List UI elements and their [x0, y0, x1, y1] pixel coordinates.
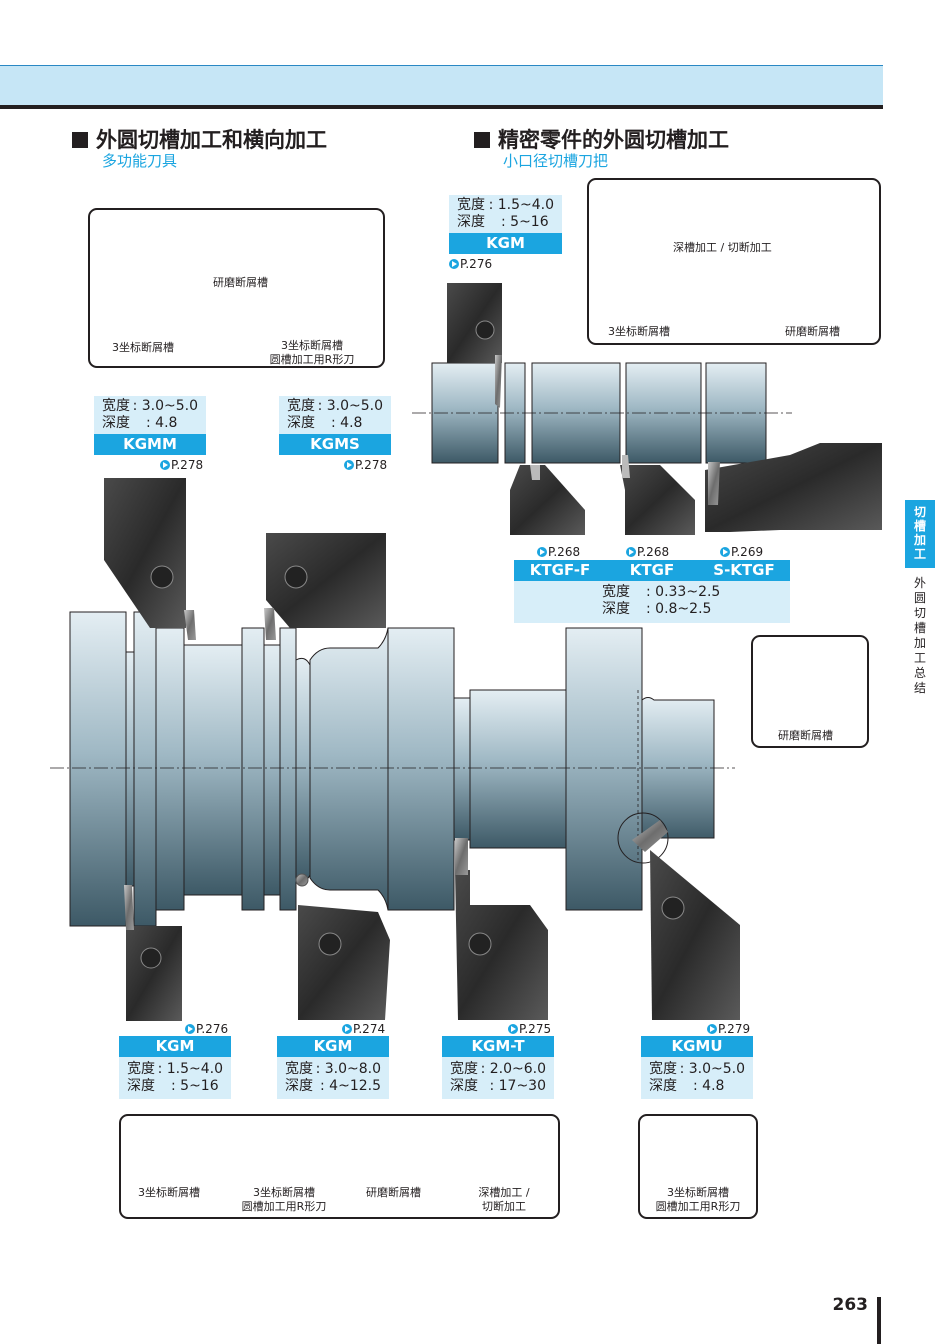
- caption-3d-chipbreaker: 3坐标断屑槽: [112, 341, 174, 354]
- spec-kgms: 宽度: 3.0~5.0 深度: 4.8 KGMS: [279, 396, 391, 455]
- page-link-kgmt[interactable]: P.275: [508, 1022, 551, 1036]
- caption-3d-chipbreaker: 3坐标断屑槽: [608, 325, 670, 338]
- insert-panel-left: [88, 208, 385, 368]
- caption-r-form: 3坐标断屑槽圆槽加工用R形刀: [655, 1186, 741, 1213]
- caption-deep-groove: 深槽加工 /切断加工: [478, 1186, 530, 1213]
- side-tab-subtitle: 外圆切槽加工总结: [913, 576, 926, 695]
- spec-kgmu: KGMU 宽度: 3.0~5.0 深度: 4.8: [641, 1036, 753, 1099]
- left-section-title: 外圆切槽加工和横向加工: [72, 124, 327, 154]
- insert-panel-kgmu: [638, 1114, 758, 1219]
- spec-kgmm: 宽度: 3.0~5.0 深度: 4.8 KGMM: [94, 396, 206, 455]
- caption-ground-chipbreaker: 研磨断屑槽: [213, 276, 268, 289]
- code-ktgf: KTGF: [629, 561, 675, 579]
- caption-r-form: 3坐标断屑槽圆槽加工用R形刀: [269, 339, 355, 366]
- insert-panel-right: [587, 178, 881, 345]
- page-link-s-ktgf[interactable]: P.269: [720, 545, 763, 559]
- page-number-bar: [877, 1297, 881, 1344]
- page-link-ktgf-f[interactable]: P.268: [537, 545, 580, 559]
- caption-3d-chipbreaker: 3坐标断屑槽: [138, 1186, 200, 1199]
- left-section-subtitle: 多功能刀具: [102, 152, 178, 170]
- header-band: [0, 65, 883, 109]
- spec-kgm-b1: KGM 宽度: 1.5~4.0 深度: 5~16: [119, 1036, 231, 1099]
- main-shaft: [50, 611, 735, 927]
- page-link-kgmu[interactable]: P.279: [707, 1022, 750, 1036]
- spec-ktgf: KTGF-F KTGF S-KTGF 宽度: 0.33~2.5 深度: 0.8~…: [514, 560, 790, 623]
- right-section-subtitle: 小口径切槽刀把: [503, 152, 609, 170]
- page-link-ktgf[interactable]: P.268: [626, 545, 669, 559]
- code-ktgf-f: KTGF-F: [529, 561, 591, 579]
- caption-ground-chipbreaker: 研磨断屑槽: [366, 1186, 421, 1199]
- spec-kgm-top: 宽度: 1.5~4.0 深度: 5~16 KGM: [449, 195, 562, 254]
- page-link-kgmm[interactable]: P.278: [160, 458, 203, 472]
- spec-kgm-b2: KGM 宽度: 3.0~8.0 深度: 4~12.5: [277, 1036, 389, 1099]
- page-link-kgm-b1[interactable]: P.276: [185, 1022, 228, 1036]
- side-tab-grooving[interactable]: 切槽加工: [905, 500, 935, 568]
- small-shaft: [412, 362, 792, 464]
- insert-panel-bottom: [119, 1114, 560, 1219]
- code-s-ktgf: S-KTGF: [713, 561, 775, 579]
- page-link-kgm-b2[interactable]: P.274: [342, 1022, 385, 1036]
- right-section-title: 精密零件的外圆切槽加工: [474, 124, 729, 154]
- side-tab-label: 切槽加工: [913, 505, 926, 561]
- page-link-kgms[interactable]: P.278: [344, 458, 387, 472]
- page-link-kgm-top[interactable]: P.276: [449, 257, 492, 271]
- page-number: 263: [832, 1295, 869, 1315]
- caption-r-form: 3坐标断屑槽圆槽加工用R形刀: [241, 1186, 327, 1213]
- small-shaft-tools: [447, 283, 882, 535]
- caption-ground-chipbreaker: 研磨断屑槽: [778, 729, 833, 742]
- caption-ground-chipbreaker: 研磨断屑槽: [785, 325, 840, 338]
- caption-deep-groove: 深槽加工 / 切断加工: [673, 241, 772, 254]
- insert-panel-ktgf: [751, 635, 869, 748]
- main-shaft-bottom-tools: [124, 820, 740, 1021]
- main-shaft-top-tools: [104, 478, 386, 640]
- spec-kgmt: KGM-T 宽度: 2.0~6.0 深度: 17~30: [442, 1036, 554, 1099]
